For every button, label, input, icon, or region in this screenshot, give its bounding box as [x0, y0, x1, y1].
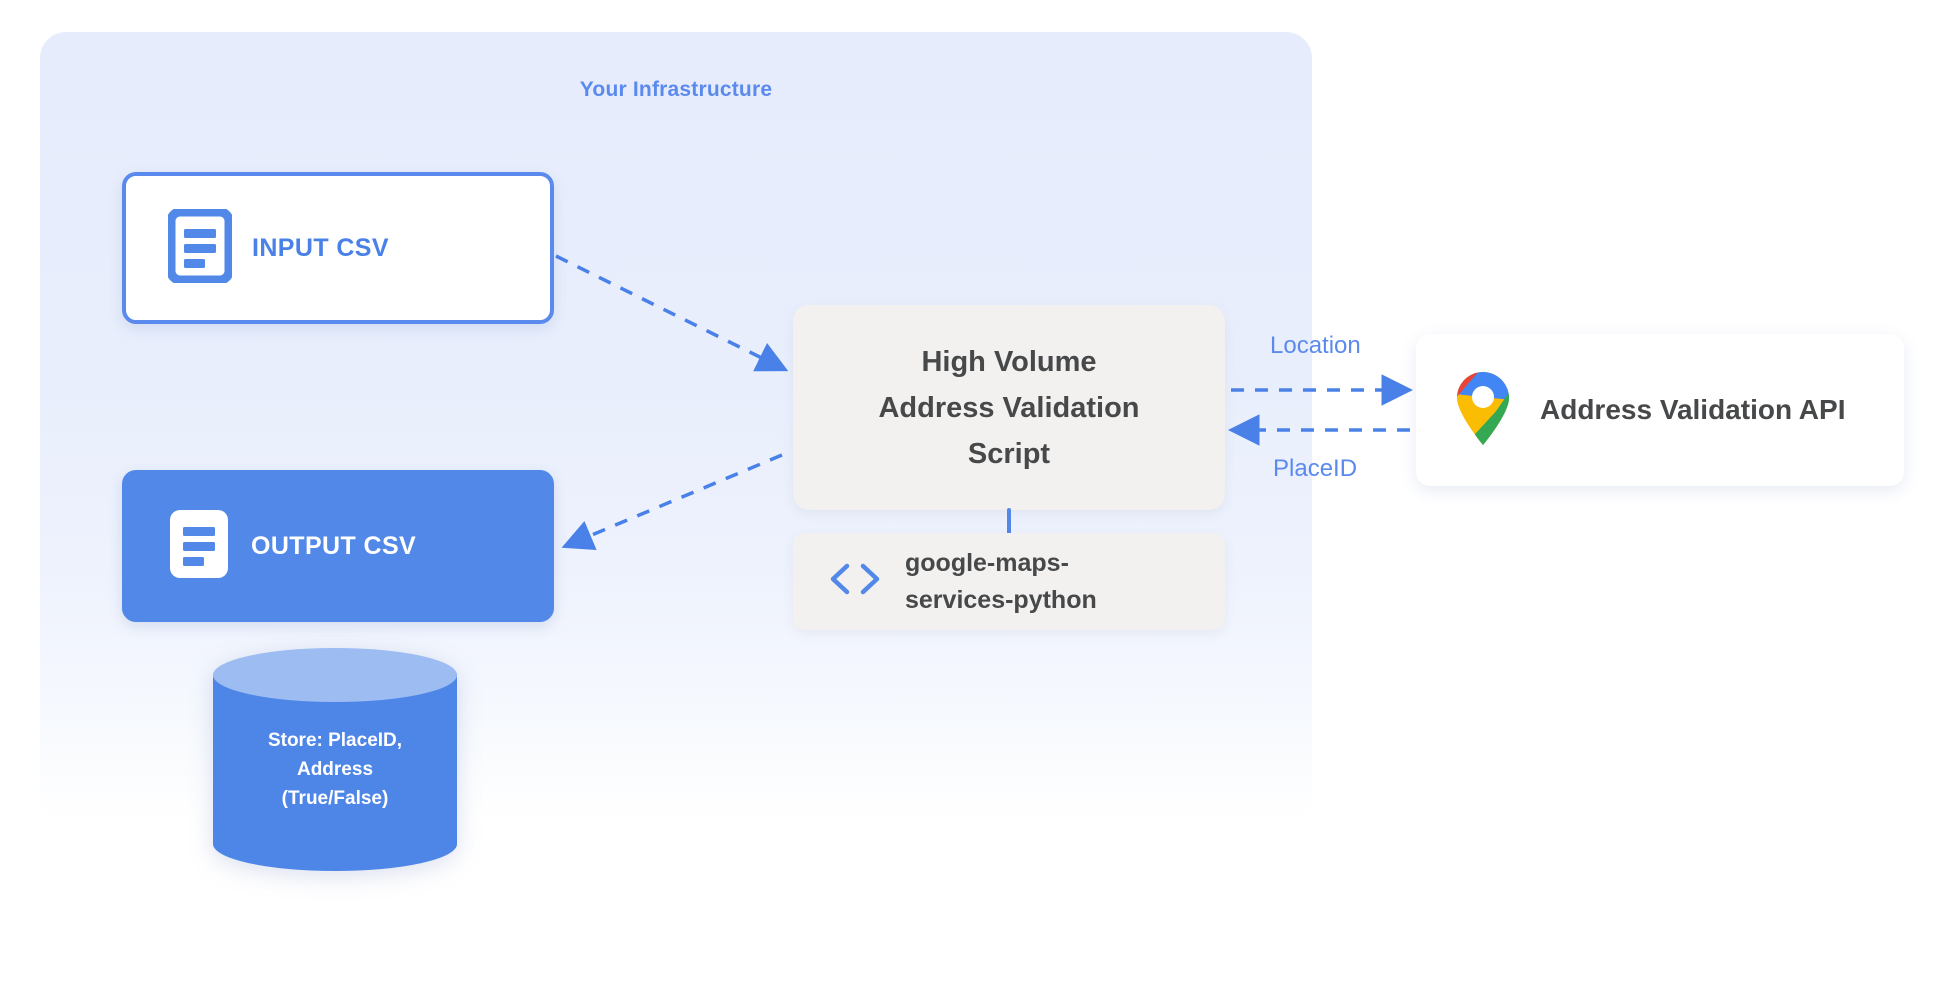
- library-label: google-maps- services-python: [905, 545, 1097, 619]
- panel-title: Your Infrastructure: [579, 78, 773, 101]
- document-icon: [166, 207, 234, 288]
- edge-label-location: Location: [1270, 332, 1361, 359]
- node-address-validation-api[interactable]: Address Validation API: [1416, 334, 1904, 486]
- node-input-csv[interactable]: INPUT CSV: [122, 172, 554, 324]
- script-library-connector: [1007, 508, 1011, 536]
- database-label-line: (True/False): [281, 788, 389, 809]
- database-label-line: Store: PlaceID,: [267, 730, 403, 751]
- api-label: Address Validation API: [1540, 394, 1846, 425]
- library-label-line: google-maps-: [905, 548, 1069, 577]
- database-body: [213, 674, 457, 844]
- node-validation-script[interactable]: High Volume Address Validation Script: [793, 305, 1225, 510]
- library-label-line: services-python: [905, 585, 1097, 614]
- node-database[interactable]: Store: PlaceID, Address (True/False): [213, 648, 457, 871]
- script-label-line: High Volume: [921, 345, 1097, 378]
- database-label: Store: PlaceID, Address (True/False): [213, 726, 457, 813]
- node-google-maps-services-python[interactable]: google-maps- services-python: [793, 533, 1225, 630]
- node-label-input-csv: INPUT CSV: [252, 233, 389, 262]
- script-label-line: Script: [967, 437, 1051, 470]
- code-brackets-icon: [827, 562, 883, 601]
- document-icon: [167, 507, 231, 586]
- database-label-line: Address: [296, 759, 374, 780]
- script-label-line: Address Validation: [878, 391, 1140, 424]
- database-top-ellipse: [213, 648, 457, 702]
- node-output-csv[interactable]: OUTPUT CSV: [122, 470, 554, 622]
- node-label-output-csv: OUTPUT CSV: [251, 531, 417, 560]
- google-maps-pin-icon: [1454, 370, 1512, 451]
- edge-label-placeid: PlaceID: [1273, 455, 1358, 482]
